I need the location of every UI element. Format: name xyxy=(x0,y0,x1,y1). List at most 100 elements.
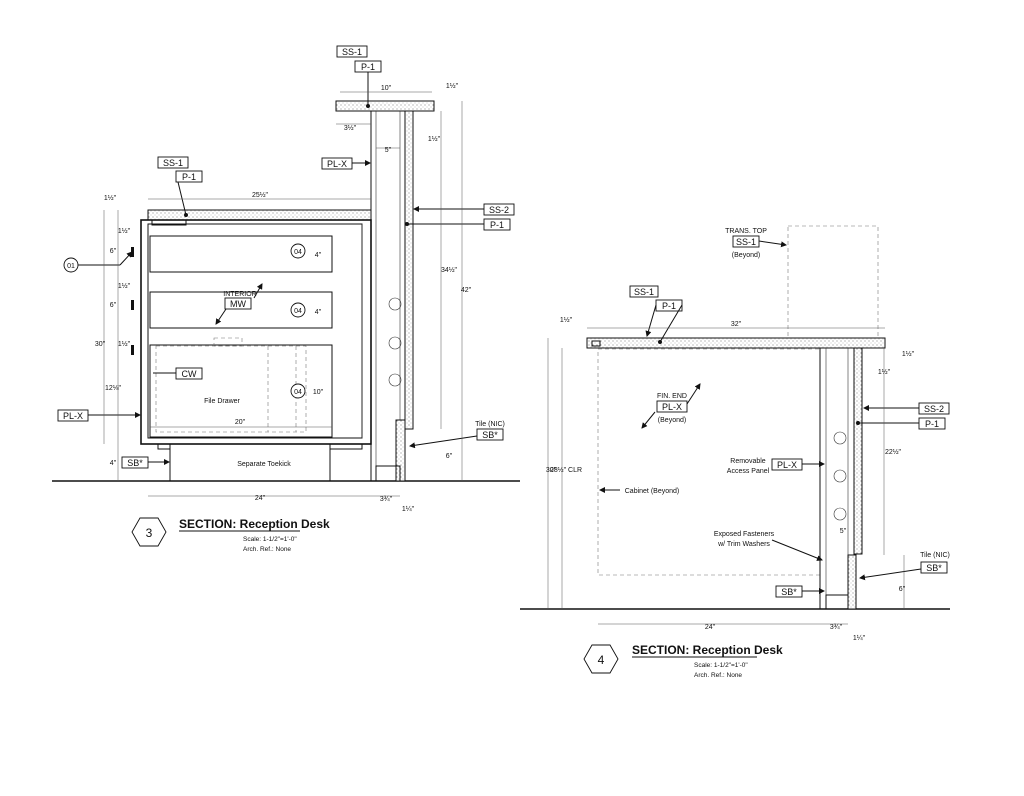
dim-counter-width: 25½" xyxy=(252,191,269,199)
label-fin-end: FIN. END xyxy=(657,393,687,400)
label-access-panel: Access Panel xyxy=(727,468,770,475)
section-4-title: SECTION: Reception Desk xyxy=(632,643,783,657)
dim-counter-thk: 1½" xyxy=(104,194,117,202)
dim-4b: 4" xyxy=(315,309,322,316)
dim-6a: 6" xyxy=(110,248,117,255)
dim-22-4: 22½" xyxy=(885,448,902,456)
toekick-3 xyxy=(169,443,331,482)
tag-p1-right-4: P-1 xyxy=(925,419,939,429)
dim-5-4: 5" xyxy=(840,528,847,535)
tag-ss1-top: SS-1 xyxy=(342,47,362,57)
dim-1-b-4: 1¼" xyxy=(853,635,866,642)
tag-sb-left-4: SB* xyxy=(781,587,797,597)
tag-ss2: SS-2 xyxy=(489,205,509,215)
dim-1-r2-4: 1½" xyxy=(878,368,891,376)
callout-01: 01 xyxy=(67,263,75,270)
tag-plx-top: PL-X xyxy=(327,159,347,169)
section-4-number: 4 xyxy=(598,653,605,667)
label-trans-top: TRANS. TOP xyxy=(725,228,767,235)
section-4-scale: Scale: 1-1/2"=1'-0" xyxy=(694,662,748,669)
dim-4: 4" xyxy=(110,460,117,467)
tag-plx-fin: PL-X xyxy=(662,402,682,412)
file-drawer-3 xyxy=(149,344,333,438)
dim-24: 24" xyxy=(255,495,266,502)
label-tile-4: Tile (NIC) xyxy=(920,552,950,559)
dim-4a: 4" xyxy=(315,252,322,259)
dim-34: 34½" xyxy=(441,266,458,274)
label-toekick: Separate Toekick xyxy=(237,461,291,468)
label-beyond-1: (Beyond) xyxy=(732,252,760,259)
dim-6-4: 6" xyxy=(899,586,906,593)
dim-1b: 1½" xyxy=(118,282,131,290)
tag-plx-panel: PL-X xyxy=(777,460,797,470)
section-3-archref: Arch. Ref.: None xyxy=(243,546,291,553)
tag-p1-counter: P-1 xyxy=(182,172,196,182)
dim-20: 20" xyxy=(235,419,246,426)
dim-top-thk: 1½" xyxy=(446,82,459,90)
dim-1a: 1½" xyxy=(118,227,131,235)
section-3-drawing: SS-1 P-1 PL-X SS-1 P-1 SS-2 P-1 MW INTER… xyxy=(52,45,520,553)
dim-3-4: 3¾" xyxy=(830,624,843,631)
label-fasteners-2: w/ Trim Washers xyxy=(717,541,770,548)
section-4-marker xyxy=(583,644,619,674)
tag-sb-right: SB* xyxy=(482,430,498,440)
label-cabinet-beyond: Cabinet (Beyond) xyxy=(625,488,679,495)
label-file-drawer: File Drawer xyxy=(204,398,240,405)
dim-top-overhang: 3½" xyxy=(344,124,357,132)
drawer-1-3 xyxy=(149,235,333,273)
tag-p1-top-4: P-1 xyxy=(662,301,676,311)
dim-post-gap: 5" xyxy=(385,147,392,154)
section-3-scale: Scale: 1-1/2"=1'-0" xyxy=(243,536,297,543)
callout-04b: 04 xyxy=(294,308,302,315)
label-tile-3: Tile (NIC) xyxy=(475,421,505,428)
label-interior: INTERIOR xyxy=(223,291,256,298)
tag-sb-tile-4: SB* xyxy=(926,563,942,573)
work-top-4 xyxy=(586,337,886,349)
cabinet-box-3 xyxy=(140,219,372,445)
tag-ss1-trans: SS-1 xyxy=(736,237,756,247)
dim-1r: 1¼" xyxy=(402,506,415,513)
dim-28-4: 28½" CLR xyxy=(550,466,582,474)
dim-3: 3¾" xyxy=(380,496,393,503)
label-fasteners-1: Exposed Fasteners xyxy=(714,531,775,538)
tag-p1-right: P-1 xyxy=(490,220,504,230)
dim-1-top-4: 1½" xyxy=(560,316,573,324)
section-3-title: SECTION: Reception Desk xyxy=(179,517,330,531)
tag-mw: MW xyxy=(230,299,246,309)
wall-panel-4 xyxy=(853,347,863,555)
counter-top-3 xyxy=(147,209,372,221)
dim-30-4: 30" xyxy=(546,467,557,474)
dim-top-reveal: 1½" xyxy=(428,135,441,143)
drawer-2-3 xyxy=(149,291,333,329)
dim-12: 12⅛" xyxy=(105,385,122,392)
dim-32: 32" xyxy=(731,321,742,328)
privacy-wall-panel-3 xyxy=(404,110,414,430)
tag-ss1-top-4: SS-1 xyxy=(634,287,654,297)
tag-ss2-4: SS-2 xyxy=(924,404,944,414)
dim-6b: 6" xyxy=(110,302,117,309)
label-beyond-2: (Beyond) xyxy=(658,417,686,424)
dim-10: 10" xyxy=(313,389,324,396)
dim-1-r-4: 1½" xyxy=(902,350,915,358)
trans-top-beyond xyxy=(787,225,879,339)
tag-sb-left: SB* xyxy=(127,458,143,468)
section-4-archref: Arch. Ref.: None xyxy=(694,672,742,679)
dim-6r: 6" xyxy=(446,453,453,460)
transaction-top-3 xyxy=(335,100,435,112)
section-4-drawing: TRANS. TOP SS-1 (Beyond) SS-1 P-1 FIN. E… xyxy=(520,225,950,679)
tag-p1-top: P-1 xyxy=(361,62,375,72)
section-3-marker xyxy=(131,517,167,547)
tag-ss1-counter: SS-1 xyxy=(163,158,183,168)
dim-top-width: 10" xyxy=(381,85,392,92)
section-3-number: 3 xyxy=(146,526,153,540)
dim-42: 42" xyxy=(461,287,472,294)
tag-plx-left: PL-X xyxy=(63,411,83,421)
dim-1c: 1½" xyxy=(118,340,131,348)
dim-24-4: 24" xyxy=(705,624,716,631)
label-removable: Removable xyxy=(730,458,766,465)
callout-04c: 04 xyxy=(294,389,302,396)
dim-30: 30" xyxy=(95,341,106,348)
callout-04a: 04 xyxy=(294,249,302,256)
